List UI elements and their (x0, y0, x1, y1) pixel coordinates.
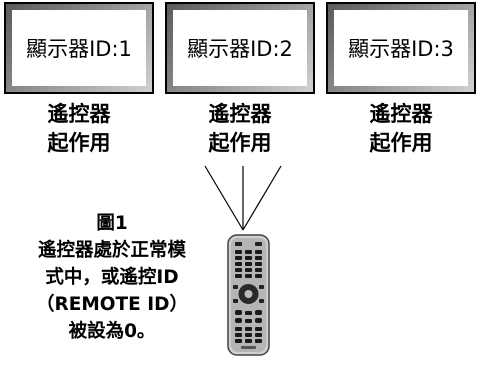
monitor-3-label: 顯示器ID:3 (334, 10, 468, 86)
monitor-1-label: 顯示器ID:1 (12, 10, 146, 86)
signal-line-left (204, 165, 244, 231)
monitor-2: 顯示器ID:2 (165, 2, 315, 94)
figure-caption: 圖1 遙控器處於正常模 式中，或遙控ID （REMOTE ID） 被設為0。 (0, 210, 224, 345)
monitor-3-status: 遙控器 起作用 (326, 100, 476, 158)
monitor-3-status-line2: 起作用 (369, 131, 433, 155)
monitor-1-status: 遙控器 起作用 (4, 100, 154, 158)
monitor-1-status-line1: 遙控器 (47, 102, 111, 126)
monitor-3-status-line1: 遙控器 (369, 102, 433, 126)
remote-control-icon (227, 234, 270, 356)
caption-line-3: （REMOTE ID） (36, 294, 188, 315)
monitor-2-label: 顯示器ID:2 (173, 10, 307, 86)
figure-title: 圖1 (96, 213, 128, 234)
monitor-3: 顯示器ID:3 (326, 2, 476, 94)
monitor-2-status-line2: 起作用 (208, 131, 272, 155)
caption-line-1: 遙控器處於正常模 (37, 240, 186, 261)
caption-line-4: 被設為0。 (68, 321, 156, 342)
monitor-2-status: 遙控器 起作用 (165, 100, 315, 158)
monitor-2-status-line1: 遙控器 (208, 102, 272, 126)
monitor-1-status-line2: 起作用 (47, 131, 111, 155)
signal-line-right (242, 165, 282, 231)
caption-line-2: 式中，或遙控ID (45, 267, 179, 288)
monitor-1: 顯示器ID:1 (4, 2, 154, 94)
